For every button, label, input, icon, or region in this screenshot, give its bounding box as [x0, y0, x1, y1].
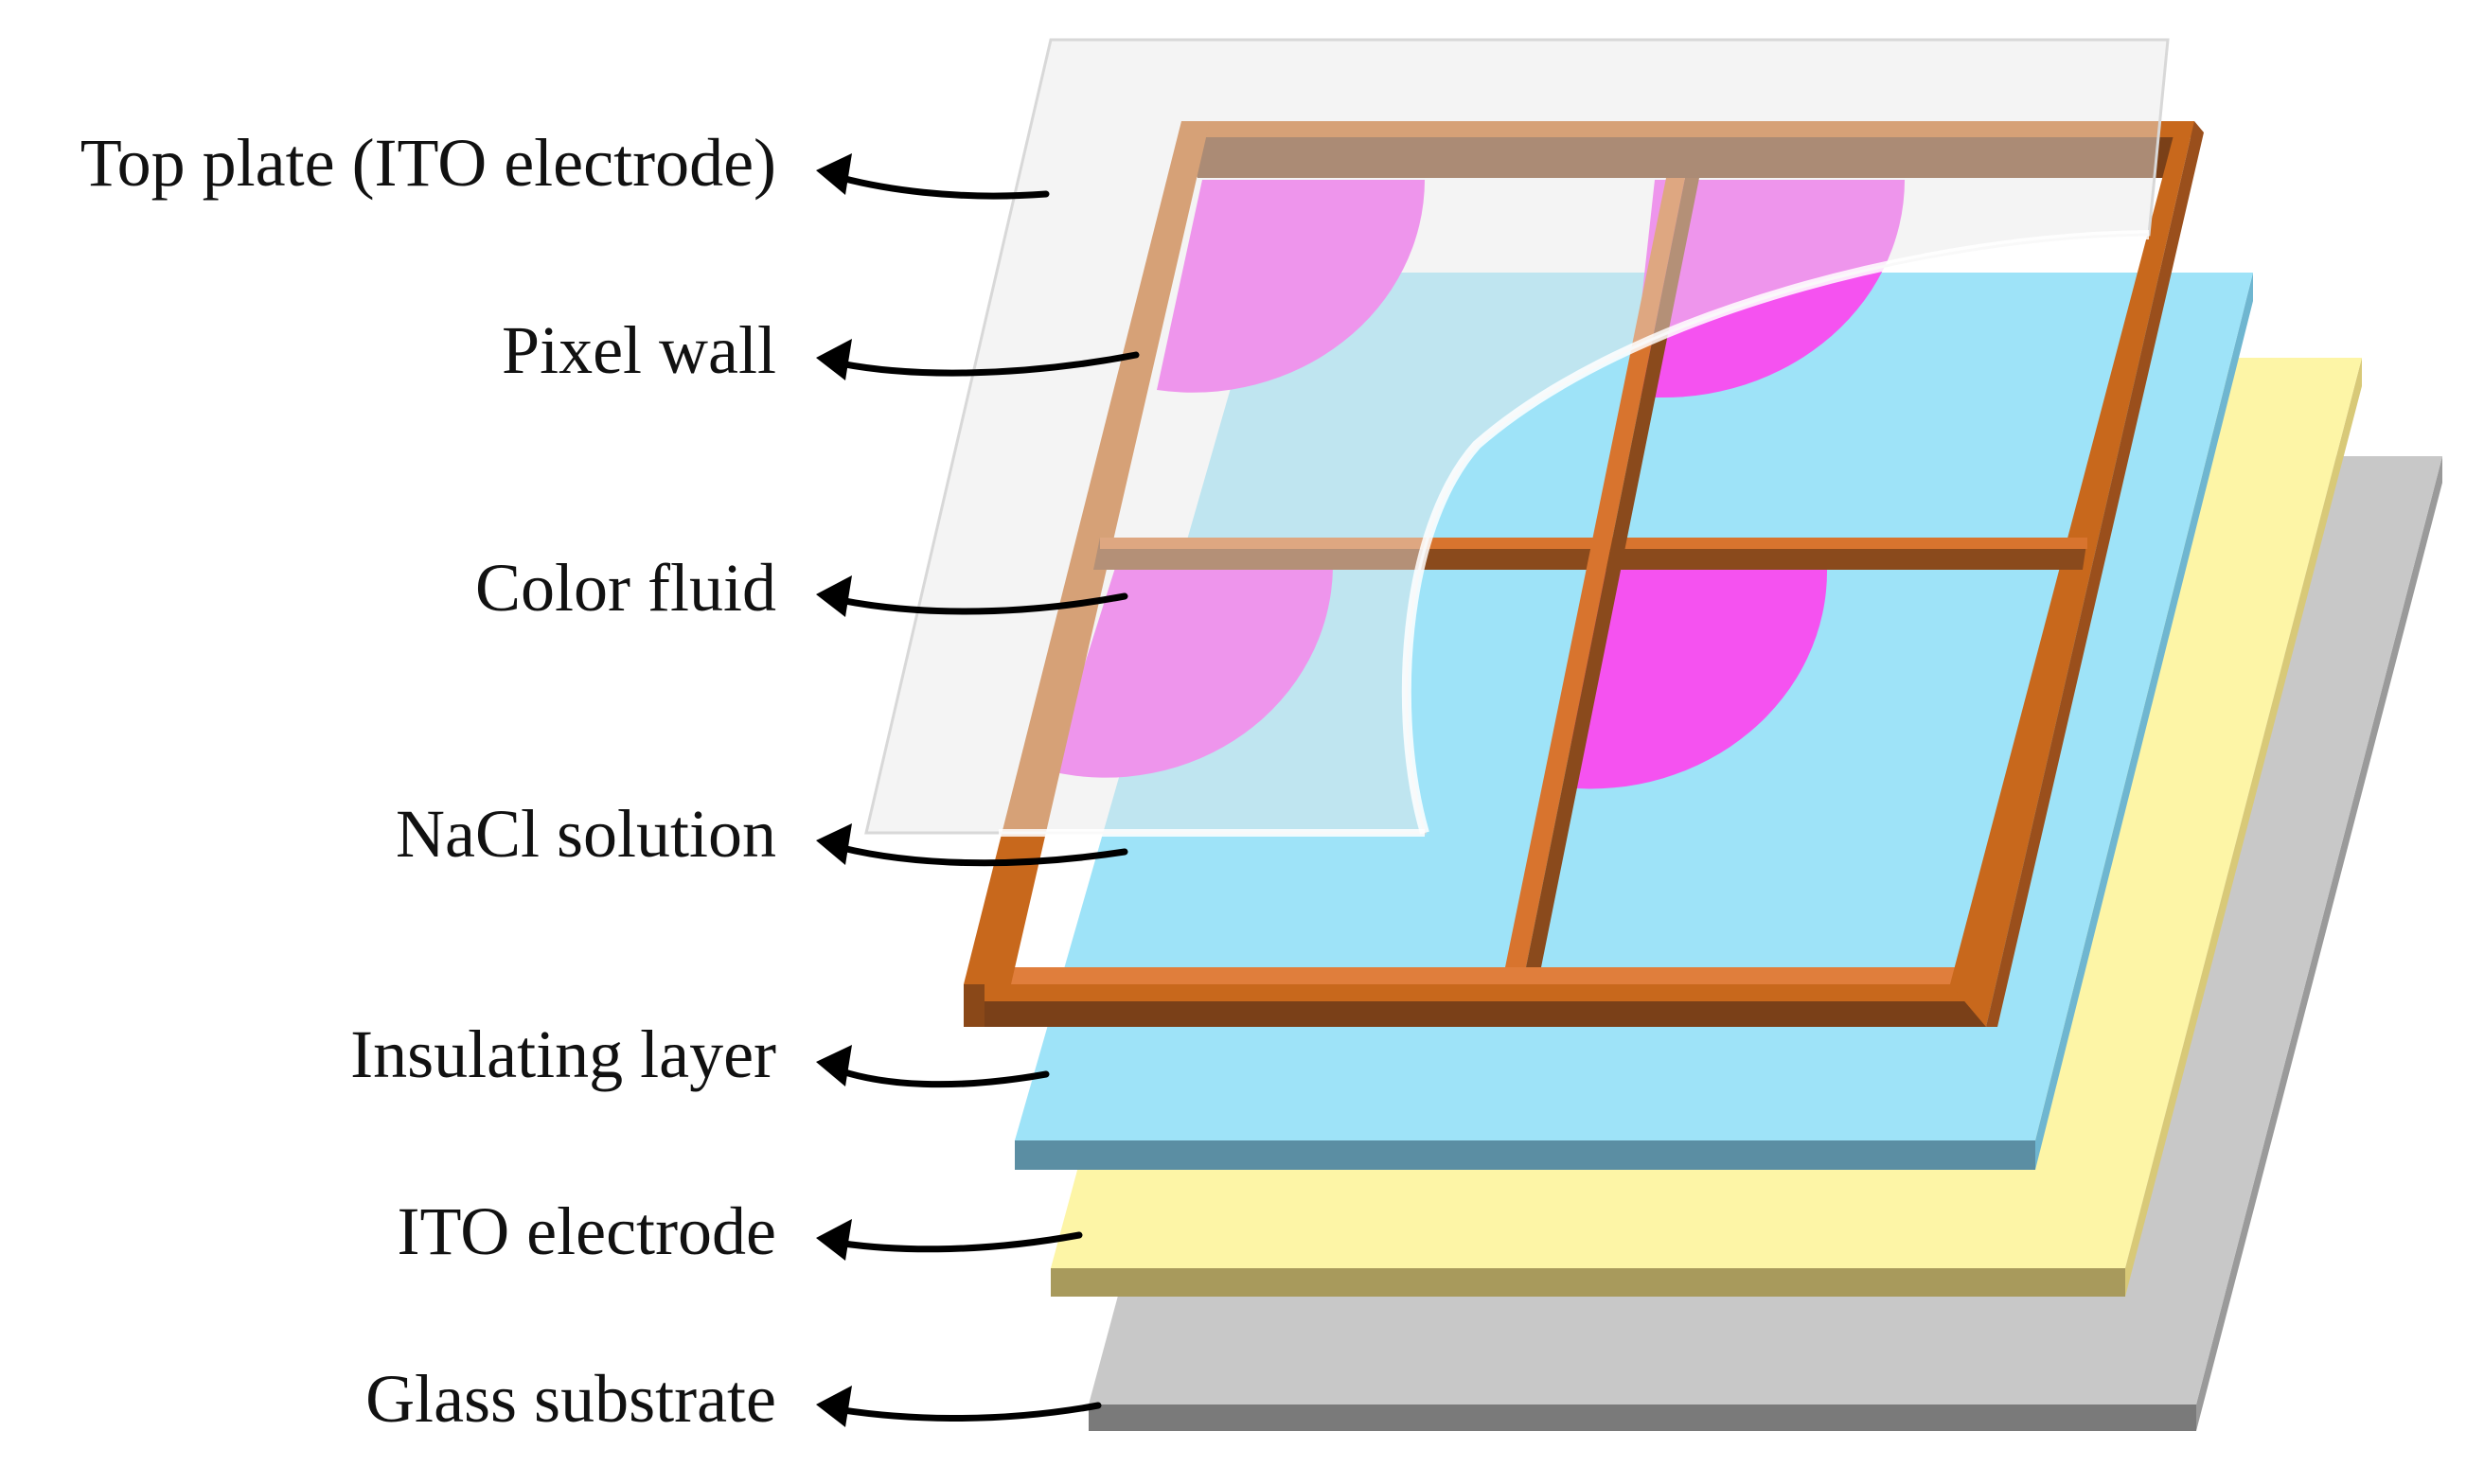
label-glass-substrate: Glass substrate — [365, 1361, 776, 1437]
arrow-ito-electrode — [816, 1219, 1083, 1261]
label-nacl-solution: NaCl solution — [396, 796, 776, 872]
arrow-pixel-wall — [816, 339, 1140, 380]
pixel-wall-middle-vertical-shadow — [1526, 178, 1699, 967]
pixel-wall-middle-vertical — [1505, 178, 1685, 967]
arrow-nacl-solution — [816, 823, 1128, 867]
insulating-layer-side — [2035, 273, 2253, 1170]
color-fluid-droplet — [1157, 180, 1425, 393]
pixel-wall-left-bar — [964, 121, 1210, 984]
labels: Top plate (ITO electrode) Pixel wall Col… — [80, 125, 776, 1437]
glass-substrate-edge — [1089, 1404, 2196, 1431]
pixel-wall-front-face — [964, 984, 1986, 1001]
pixel-wall-frame — [964, 121, 2204, 1027]
label-ito-electrode: ITO electrode — [398, 1193, 776, 1269]
arrows — [816, 153, 1140, 1427]
pixel-wall-left-bar-face — [964, 984, 985, 1027]
label-top-plate: Top plate (ITO electrode) — [80, 125, 776, 201]
label-insulating-layer: Insulating layer — [350, 1016, 776, 1092]
pixel-wall-back-bar-top — [1181, 121, 2194, 137]
color-fluid-droplet — [1631, 180, 1905, 398]
pixel-wall-right-bar — [1950, 121, 2194, 1027]
glass-substrate-side — [2196, 456, 2442, 1431]
arrow-glass-substrate — [816, 1386, 1102, 1427]
color-fluid-droplet — [1051, 568, 1333, 778]
ito-electrode-side — [2125, 358, 2362, 1297]
color-fluid-droplets — [1051, 180, 1905, 789]
arrow-top-plate — [816, 153, 1050, 200]
insulating-layer-edge — [1015, 1140, 2035, 1170]
arrow-insulating-layer — [816, 1045, 1050, 1088]
arrow-color-fluid — [816, 575, 1128, 617]
pixel-wall-right-bar-face — [1986, 121, 2204, 1027]
ito-electrode-edge — [1051, 1268, 2125, 1297]
top-plate — [864, 38, 2170, 837]
label-pixel-wall: Pixel wall — [502, 312, 776, 388]
label-color-fluid: Color fluid — [475, 550, 776, 626]
pixel-wall-front-bar — [983, 967, 1967, 984]
top-plate-peel-highlight — [1401, 230, 2150, 835]
color-fluid-droplet — [1564, 568, 1828, 789]
